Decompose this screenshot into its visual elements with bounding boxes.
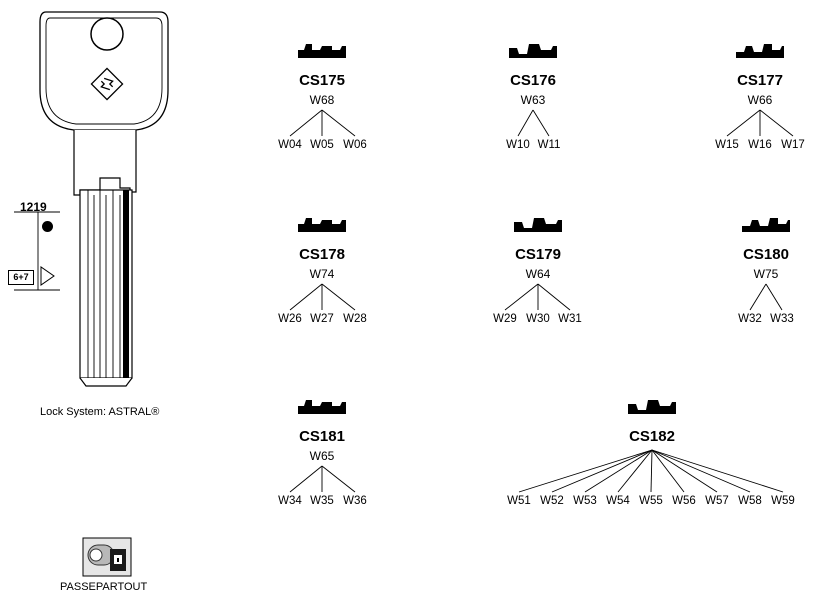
w-variant-label: W57 — [705, 495, 729, 507]
tree-branch-line — [651, 449, 718, 493]
cs-code-label: CS176 — [510, 72, 556, 89]
key-profile-icon — [628, 400, 676, 414]
key-profile-shape — [514, 218, 562, 232]
cs-code-label: CS178 — [299, 246, 345, 263]
w-family-label: W63 — [520, 93, 546, 107]
w-family-label: W68 — [309, 93, 335, 107]
w-variant-label: W15 — [715, 139, 739, 151]
tree-branch-line — [651, 449, 685, 493]
passepartout-label: PASSEPARTOUT — [60, 581, 148, 593]
w-family-label: W64 — [525, 267, 551, 281]
w-variant-label: W52 — [540, 495, 564, 507]
tree-branch-line — [518, 449, 653, 493]
key-profile-shape — [298, 44, 346, 58]
tree-branch-line — [321, 283, 356, 311]
astral-logo-icon — [90, 67, 124, 101]
tree-branch-line — [617, 449, 653, 493]
key-blank-drawing — [14, 11, 169, 387]
tree-branch-line — [584, 449, 653, 493]
w-family-label: W65 — [309, 449, 335, 463]
tree-branch-line — [759, 109, 794, 137]
tree-branch-line — [749, 283, 767, 311]
w-variant-label: W51 — [507, 495, 531, 507]
cs-code-label: CS175 — [299, 72, 345, 89]
key-code-dot-icon — [42, 221, 53, 232]
tree-branch-line — [517, 109, 534, 137]
w-family-label: W66 — [747, 93, 773, 107]
key-profile-icon — [509, 44, 557, 58]
tree-branch-line — [651, 449, 751, 493]
w-variant-label: W11 — [537, 139, 561, 151]
key-profile-shape — [628, 400, 676, 414]
w-variant-label: W16 — [748, 139, 772, 151]
tree-branch-line — [321, 109, 356, 137]
key-profile-icon — [298, 218, 346, 232]
w-variant-label: W06 — [343, 139, 367, 151]
w-variant-label: W56 — [672, 495, 696, 507]
w-variant-label: W27 — [310, 313, 334, 325]
w-variant-label: W59 — [771, 495, 795, 507]
w-family-label: W75 — [753, 267, 779, 281]
tree-branch-line — [321, 465, 356, 493]
w-variant-label: W05 — [310, 139, 334, 151]
tree-branch-line — [504, 283, 539, 311]
w-variant-label: W55 — [639, 495, 663, 507]
tree-branch-line — [537, 283, 571, 311]
tree-branch-line — [289, 465, 323, 493]
w-variant-label: W04 — [278, 139, 302, 151]
key-code-1219: 1219 — [20, 200, 47, 214]
cs-code-label: CS177 — [737, 72, 783, 89]
tree-branch-line — [289, 283, 323, 311]
tree-branch-line — [765, 283, 783, 311]
tree-branch-line — [650, 449, 653, 493]
w-variant-label: W30 — [526, 313, 550, 325]
cs-code-label: CS181 — [299, 428, 345, 445]
w-variant-label: W17 — [781, 139, 805, 151]
tree-branch-line — [651, 449, 784, 493]
w-variant-label: W54 — [606, 495, 630, 507]
lock-system-label: Lock System: ASTRAL® — [40, 406, 160, 418]
key-profile-icon — [298, 400, 346, 414]
w-variant-label: W31 — [558, 313, 582, 325]
key-code-box: 6+7 — [8, 270, 34, 285]
w-variant-label: W34 — [278, 495, 302, 507]
tree-branch-line — [289, 109, 323, 137]
key-profile-shape — [298, 400, 346, 414]
tree-branch-line — [726, 109, 761, 137]
key-profile-shape — [742, 218, 790, 232]
key-profile-shape — [736, 44, 784, 58]
w-variant-label: W35 — [310, 495, 334, 507]
key-profile-icon — [736, 44, 784, 58]
cs-code-label: CS180 — [743, 246, 789, 263]
w-variant-label: W26 — [278, 313, 302, 325]
tree-branch-line — [551, 449, 653, 493]
key-profile-icon — [298, 44, 346, 58]
w-variant-label: W36 — [343, 495, 367, 507]
passepartout-cylinder-icon[interactable] — [82, 537, 132, 577]
w-variant-label: W32 — [738, 313, 762, 325]
tree-branch-line — [532, 109, 550, 137]
w-variant-label: W58 — [738, 495, 762, 507]
w-variant-label: W29 — [493, 313, 517, 325]
w-variant-label: W10 — [506, 139, 530, 151]
cs-code-label: CS179 — [515, 246, 561, 263]
key-profile-icon — [514, 218, 562, 232]
key-profile-shape — [509, 44, 557, 58]
w-variant-label: W28 — [343, 313, 367, 325]
w-variant-label: W33 — [770, 313, 794, 325]
cs-code-label: CS182 — [629, 428, 675, 445]
w-variant-label: W53 — [573, 495, 597, 507]
key-profile-icon — [742, 218, 790, 232]
w-family-label: W74 — [309, 267, 335, 281]
key-profile-shape — [298, 218, 346, 232]
